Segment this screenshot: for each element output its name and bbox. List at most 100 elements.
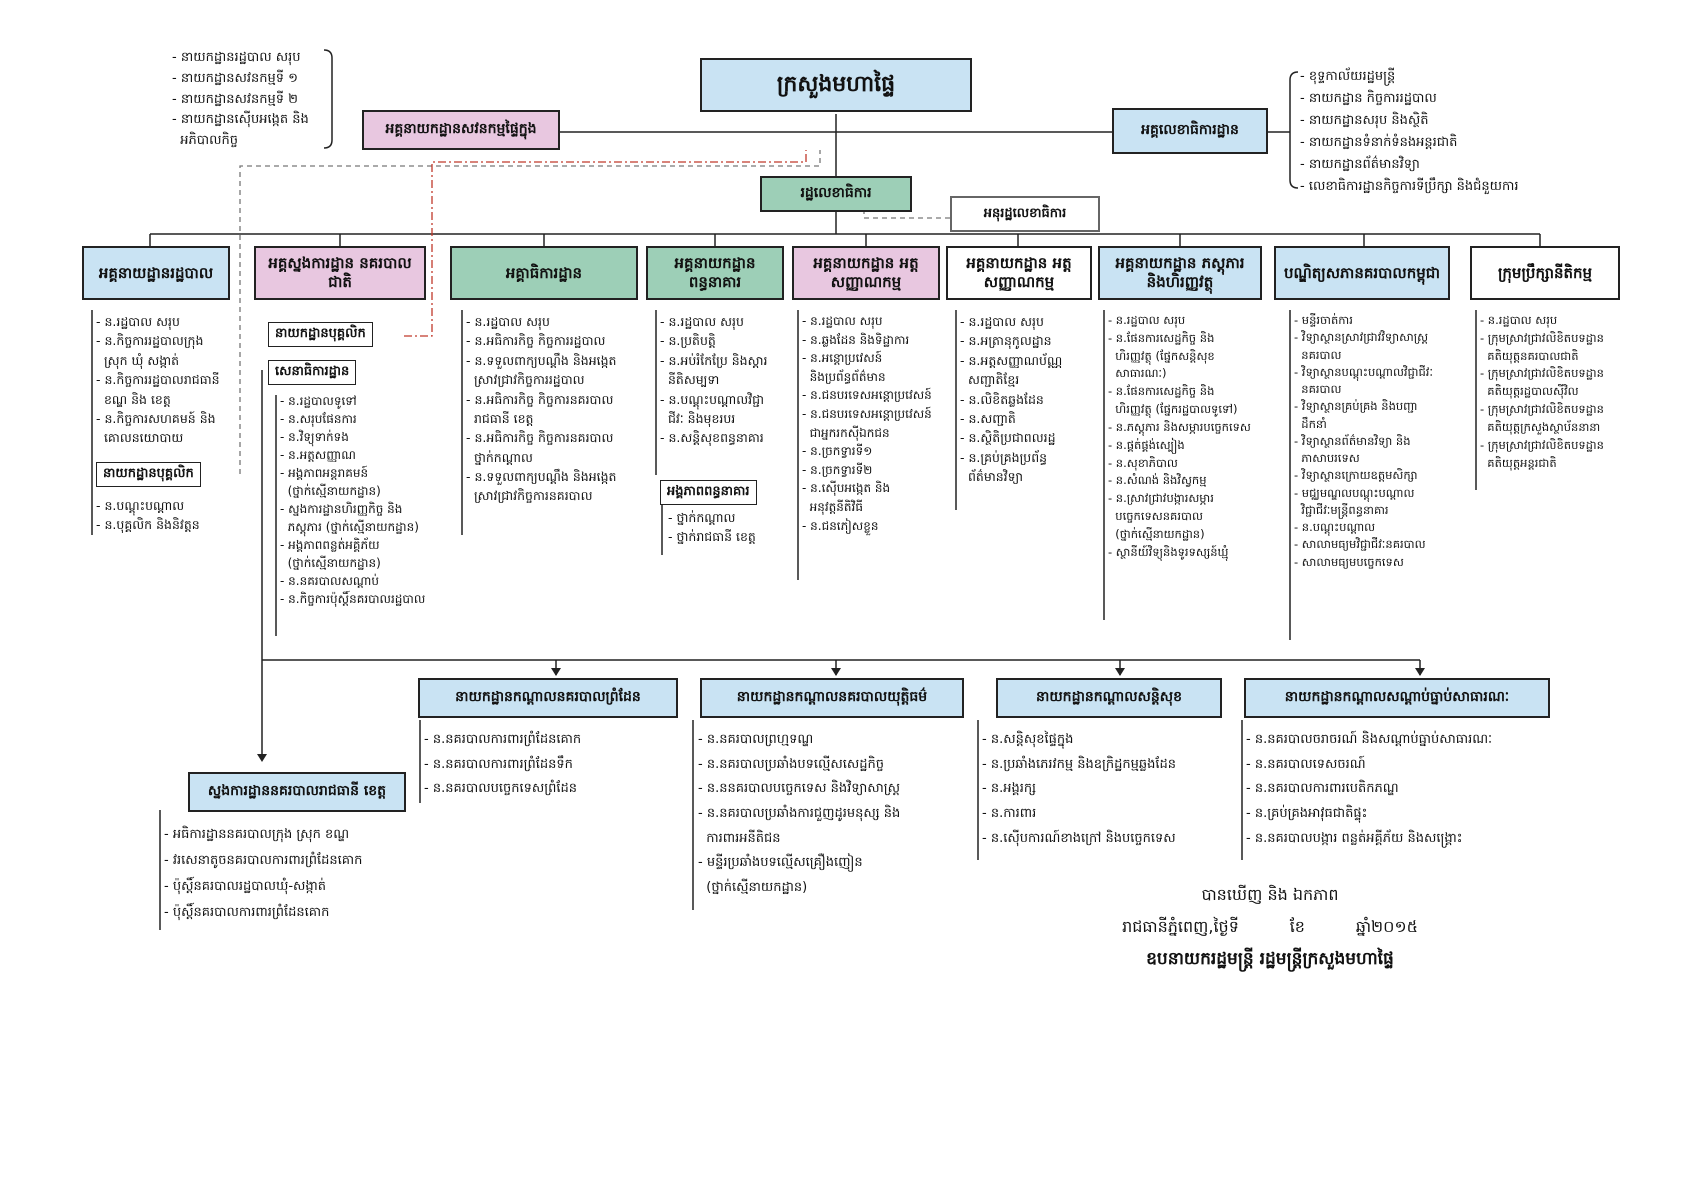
provincial-police-box: ស្នងការដ្ឋាននគរបាលរាជធានី ខេត្ត bbox=[188, 772, 406, 812]
list-item: អភិបាលកិច្ច bbox=[172, 133, 239, 149]
list-item: - ន.រដ្ឋបាល សរុប bbox=[1108, 313, 1186, 327]
list-item: - ន.ច្រកទ្វារទី២ bbox=[802, 462, 873, 477]
legal-council-list: - ន.រដ្ឋបាល សរុប - ក្រុមស្រាវជ្រាវលិខិតប… bbox=[1480, 312, 1604, 472]
list-item: (ថ្នាក់ស្មើនាយកដ្ឋាន) bbox=[280, 556, 381, 570]
border-police-list: - ន.នគរបាលការពារព្រំដែនគោក - ន.នគរបាលការ… bbox=[424, 728, 581, 802]
list-item: - ន.ផ្គត់ផ្គង់ស្បៀង bbox=[1108, 437, 1185, 452]
list-item: - ស្នងការដ្ឋានហិរញ្ញកិច្ច និង bbox=[280, 502, 403, 516]
list-item: សញ្ជាតិខ្មែរ bbox=[960, 372, 1020, 388]
dept-label: អគ្គាធិការដ្ឋាន bbox=[505, 263, 583, 282]
list-item: - វរសេនាតូចនគរបាលការពារព្រំដែនគោក bbox=[164, 853, 363, 868]
list-item: - ន.សំណង់ និងវិស្វកម្ម bbox=[1108, 473, 1207, 488]
list-item: - វិទ្យាស្ថានគ្រប់គ្រង និងបញ្ជា bbox=[1294, 399, 1418, 414]
personnel-dept-box-police: នាយកដ្ឋានបុគ្គលិក bbox=[268, 322, 373, 347]
list-item: - ន.អធិការកិច្ច កិច្ចការរដ្ឋបាល bbox=[466, 333, 606, 349]
list-item: - ន.សន្តិសុខពន្ធនាគារ bbox=[660, 430, 764, 446]
admin-list: - ន.រដ្ឋបាល សរុប - ន.កិច្ចការរដ្ឋបាលក្រុ… bbox=[96, 312, 220, 448]
list-item: - អង្គភាពអន្តរាគមន៍ bbox=[280, 466, 369, 480]
signature-block: បានឃើញ និង ឯកភាព រាជធានីភ្នំពេញ,ថ្ងៃទី ខ… bbox=[1060, 884, 1480, 973]
dept-inspectorate-box: អគ្គាធិការដ្ឋាន bbox=[450, 246, 638, 300]
dept-police-academy-box: បណ្ឌិត្យសភានគរបាលកម្ពុជា bbox=[1274, 246, 1450, 300]
prison-sub-list: - ថ្នាក់កណ្តាល - ថ្នាក់រាជធានី ខេត្ត bbox=[668, 508, 756, 547]
judicial-police-list: - ន.នគរបាលព្រហ្មទណ្ឌ - ន.នគរបាលប្រឆាំងបទ… bbox=[698, 728, 900, 901]
list-item: - ន.ជនបរទេសអន្តោប្រវេសន៍ bbox=[802, 406, 932, 421]
list-item: - ថ្នាក់កណ្តាល bbox=[668, 510, 736, 525]
list-item: ហិរញ្ញវត្ថុ (ផ្នែករដ្ឋបាលទូទៅ) bbox=[1108, 402, 1238, 417]
list-item: - ន.រដ្ឋបាល សរុប bbox=[466, 314, 550, 329]
central-public-order-box: នាយកដ្ឋានកណ្តាលសណ្តាប់ធ្នាប់សាធារណៈ bbox=[1244, 678, 1550, 718]
dept-identification-box: អគ្គនាយកដ្ឋាន អត្តសញ្ញាណកម្ម bbox=[946, 246, 1092, 300]
list-item: - នាយកដ្ឋានព័ត៌មានវិទ្យា bbox=[1300, 157, 1420, 173]
list-item: - ន.ផែនការសេដ្ឋកិច្ច និង bbox=[1108, 384, 1215, 399]
list-item: - លេខាធិការដ្ឋានកិច្ចការទីប្រឹក្សា និងជំ… bbox=[1300, 179, 1519, 195]
list-item: - វិទ្យាស្ថានក្រោយឧត្តមសិក្សា bbox=[1294, 468, 1418, 483]
admin-list-2: - ន.បណ្តុះបណ្តាល - ន.បុគ្គលិក និងនិវត្តន bbox=[96, 496, 200, 535]
internal-audit-label: អគ្គនាយកដ្ឋានសវនកម្មផ្ទៃក្នុង bbox=[385, 121, 537, 138]
list-item: - ន.នគរបាលប្រឆាំងការជួញដូរមនុស្ស និង bbox=[698, 806, 901, 822]
police-list: - ន.រដ្ឋបាលទូទៅ - ន.សរុបផែនការ - ន.វិទ្យ… bbox=[280, 392, 425, 608]
list-item: - នាយកដ្ឋានស៊ើបអង្កេត និង bbox=[172, 112, 309, 128]
list-item: - នាយកដ្ឋានរដ្ឋបាល សរុប bbox=[172, 50, 301, 65]
general-secretariat-label: អគ្គលេខាធិការដ្ឋាន bbox=[1141, 122, 1239, 139]
list-item: ហិរញ្ញវត្ថុ (ផ្នែកសន្តិសុខ bbox=[1108, 348, 1215, 363]
list-item: - វិទ្យាស្ថានព័ត៌មានវិទ្យា និង bbox=[1294, 433, 1411, 448]
list-item: អនុវត្តនីតិវិធី bbox=[802, 499, 863, 514]
dept-legal-council-box: ក្រុមប្រឹក្សានីតិកម្ម bbox=[1470, 246, 1620, 300]
list-item: - ន.នគរបាលសណ្តាប់ bbox=[280, 574, 379, 588]
list-item: - ន.សញ្ជាតិ bbox=[960, 410, 1016, 426]
list-item: - អធិការដ្ឋាននគរបាលក្រុង ស្រុក ខណ្ឌ bbox=[164, 827, 350, 842]
list-item: ភស្តុភារ (ថ្នាក់ស្មើនាយកដ្ឋាន) bbox=[280, 520, 419, 534]
dept-admin-box: អគ្គនាយដ្ឋានរដ្ឋបាល bbox=[82, 246, 230, 300]
list-item: - ន.អធិការកិច្ច កិច្ចការនគរបាល bbox=[466, 430, 614, 446]
dept-immigration-box: អគ្គនាយកដ្ឋាន អត្តសញ្ញាណកម្ម bbox=[792, 246, 940, 300]
list-item: ស្រុក ឃុំ សង្កាត់ bbox=[96, 352, 180, 368]
list-item: - ន.រដ្ឋបាល សរុប bbox=[1480, 313, 1558, 327]
central-judicial-police-box: នាយកដ្ឋានកណ្តាលនគរបាលយុត្តិធម៌ bbox=[700, 678, 964, 718]
list-item: - ន.រដ្ឋបាល សរុប bbox=[96, 314, 180, 329]
prison-list: - ន.រដ្ឋបាល សរុប - ន.ប្រតិបត្តិ - ន.អប់រ… bbox=[660, 312, 767, 448]
list-item: (ថ្នាក់ស្មើនាយកដ្ឋាន) bbox=[1108, 526, 1205, 541]
list-item: គតិយុត្តក្រសួងស្ថាប័ននានា bbox=[1480, 419, 1601, 434]
list-item: - ន.អប់រំកែប្រែ និងស្តារ bbox=[660, 352, 768, 368]
list-item: - ន.នគរបាលទេសចរណ៍ bbox=[1246, 756, 1366, 772]
list-item: នគរបាល bbox=[1294, 382, 1342, 396]
list-item: - ក្រុមស្រាវជ្រាវលិខិតបទដ្ឋាន bbox=[1480, 366, 1604, 381]
list-item: - ខុទ្ទកាល័យរដ្ឋមន្ត្រី bbox=[1300, 69, 1396, 84]
list-item: - ន.គ្រប់គ្រងប្រព័ន្ធ bbox=[960, 449, 1048, 465]
personnel-dept-label: នាយកដ្ឋានបុគ្គលិក bbox=[103, 466, 194, 481]
list-item: - ន.លិខិតឆ្លងដែន bbox=[960, 391, 1044, 407]
list-item: គោលនយោបាយ bbox=[96, 430, 184, 446]
list-item: - ន.ជនបរទេសអន្តោប្រវេសន៍ bbox=[802, 388, 932, 403]
list-item: - ន.ភស្តុភារ និងសម្ភារបច្ចេកទេស bbox=[1108, 419, 1251, 434]
list-item: - នាយកដ្ឋានសរុប និងស្ថិតិ bbox=[1300, 113, 1429, 129]
list-item: ដឹកនាំ bbox=[1294, 416, 1327, 431]
list-item: - ន.ផែនការសេដ្ឋកិច្ច និង bbox=[1108, 330, 1215, 345]
list-item: ស្រាវជ្រាវកិច្ចការរដ្ឋបាល bbox=[466, 372, 585, 388]
ministry-box: ក្រសួងមហាផ្ទៃ bbox=[700, 58, 972, 112]
approval-line: បានឃើញ និង ឯកភាព bbox=[1201, 885, 1339, 904]
list-item: - វិទ្យាស្ថានស្រាវជ្រាវវិទ្យាសាស្ត្រ bbox=[1294, 330, 1429, 345]
list-item: - សាលាមធ្យមបច្ចេកទេស bbox=[1294, 554, 1404, 569]
internal-audit-box: អគ្គនាយកដ្ឋានសវនកម្មផ្ទៃក្នុង bbox=[362, 110, 560, 150]
dept-label: អគ្គនាយកដ្ឋាន អត្តសញ្ញាណកម្ម bbox=[813, 254, 919, 291]
list-item: បច្ចេកទេសនគរបាល bbox=[1108, 508, 1203, 523]
list-item: - ន.ននគរបាលបច្ចេកទេស និងវិទ្យាសាស្ត្រ bbox=[698, 781, 901, 797]
prison-unit-box: អង្គភាពពន្ធនាគារ bbox=[660, 480, 757, 505]
provincial-label: ស្នងការដ្ឋាននគរបាលរាជធានី ខេត្ត bbox=[207, 783, 387, 800]
general-secretariat-box: អគ្គលេខាធិការដ្ឋាន bbox=[1112, 108, 1268, 154]
secretariat-label: សេនាធិការដ្ឋាន bbox=[275, 364, 350, 379]
dept-label: អគ្គនាយកដ្ឋាន អត្តសញ្ញាណកម្ម bbox=[966, 254, 1072, 291]
dept-label: អគ្គស្នងការដ្ឋាន នគរបាលជាតិ bbox=[268, 254, 412, 291]
list-item: - នាយកដ្ឋានទំនាក់ទំនងអន្តរជាតិ bbox=[1300, 135, 1458, 151]
list-item: សាធារណៈ) bbox=[1108, 366, 1167, 381]
secretaries-of-state-box: រដ្ឋលេខាធិការ bbox=[760, 176, 912, 212]
list-item: - ន.បណ្តុះបណ្តាល bbox=[96, 498, 185, 513]
list-item: - ន.នគរបាលព្រហ្មទណ្ឌ bbox=[698, 732, 814, 747]
central-security-box: នាយកដ្ឋានកណ្តាលសន្តិសុខ bbox=[996, 678, 1222, 718]
list-item: ជាអ្នករកស៊ីឯកជន bbox=[802, 425, 890, 440]
list-item: - ន.រដ្ឋបាល សរុប bbox=[960, 314, 1044, 329]
under-secretaries-label: អនុរដ្ឋលេខាធិការ bbox=[983, 205, 1067, 221]
list-item: - មជ្ឈមណ្ឌលបណ្តុះបណ្តាល bbox=[1294, 485, 1415, 500]
central-border-police-box: នាយកដ្ឋានកណ្តាលនគរបាលព្រំដែន bbox=[418, 678, 678, 718]
